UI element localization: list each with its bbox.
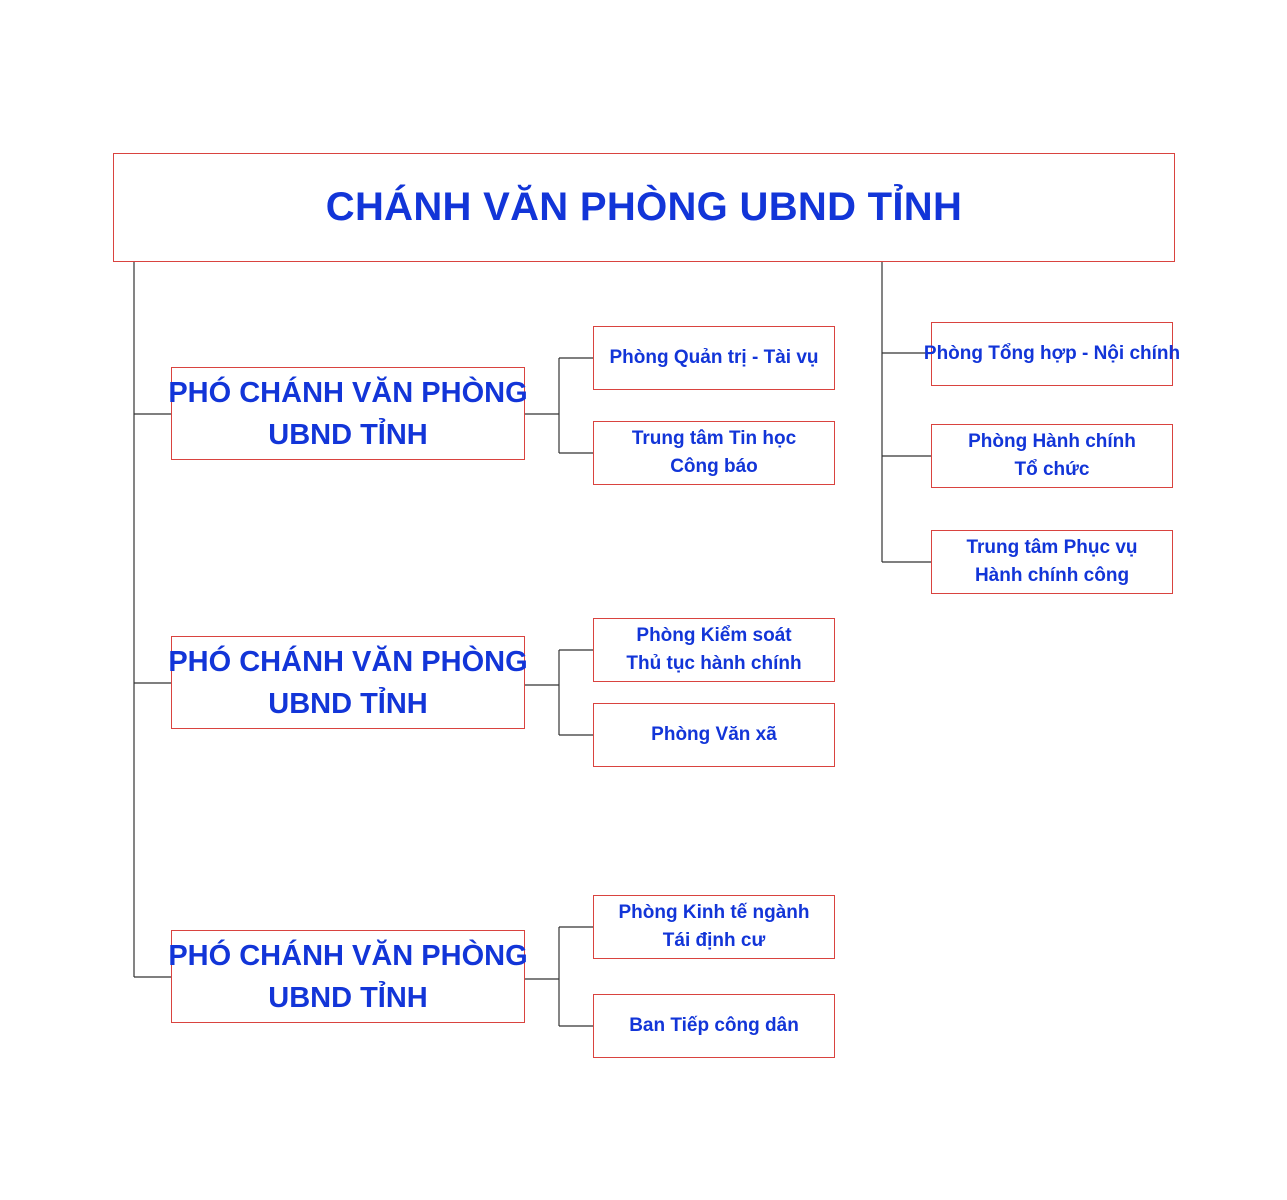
unit-tin-hoc-cong-bao: Trung tâm Tin học Công báo <box>593 421 835 485</box>
deputy-3-line1: PHÓ CHÁNH VĂN PHÒNG <box>168 939 528 972</box>
deputy-box-1: PHÓ CHÁNH VĂN PHÒNG UBND TỈNH <box>168 367 528 460</box>
deputy-box-3: PHÓ CHÁNH VĂN PHÒNG UBND TỈNH <box>168 930 528 1023</box>
unit-label: Trung tâm Phục vụ <box>966 537 1138 558</box>
unit-label: Trung tâm Tin học <box>631 428 797 449</box>
unit-hanh-chinh-to-chuc: Phòng Hành chính Tổ chức <box>931 424 1173 488</box>
deputy-3-line2: UBND TỈNH <box>268 981 428 1014</box>
unit-label: Phòng Kinh tế ngành <box>618 902 810 923</box>
unit-label: Phòng Hành chính <box>968 431 1136 452</box>
deputy-1-line1: PHÓ CHÁNH VĂN PHÒNG <box>168 376 528 409</box>
unit-label: Phòng Kiểm soát <box>636 625 792 646</box>
unit-quan-tri-tai-vu: Phòng Quản trị - Tài vụ <box>593 326 835 390</box>
chief-office-box: CHÁNH VĂN PHÒNG UBND TỈNH <box>113 153 1175 262</box>
unit-label: Ban Tiếp công dân <box>629 1015 799 1036</box>
unit-label: Hành chính công <box>974 565 1130 586</box>
unit-phuc-vu-hcc: Trung tâm Phục vụ Hành chính công <box>931 530 1173 594</box>
deputy-box-2: PHÓ CHÁNH VĂN PHÒNG UBND TỈNH <box>168 636 528 729</box>
unit-label: Phòng Văn xã <box>651 724 777 745</box>
deputy-2-line1: PHÓ CHÁNH VĂN PHÒNG <box>168 645 528 678</box>
unit-tiep-cong-dan: Ban Tiếp công dân <box>593 994 835 1058</box>
unit-kiem-soat-tthc: Phòng Kiểm soát Thủ tục hành chính <box>593 618 835 682</box>
unit-kinh-te-nganh: Phòng Kinh tế ngành Tái định cư <box>593 895 835 959</box>
chief-office-title: CHÁNH VĂN PHÒNG UBND TỈNH <box>325 185 963 229</box>
unit-tong-hop-noi-chinh: Phòng Tổng hợp - Nội chính <box>924 322 1180 386</box>
unit-label: Phòng Quản trị - Tài vụ <box>609 347 819 368</box>
deputy-2-line2: UBND TỈNH <box>268 687 428 720</box>
unit-label: Phòng Tổng hợp - Nội chính <box>923 343 1181 364</box>
unit-label: Tái định cư <box>662 930 766 951</box>
unit-label: Tổ chức <box>1014 459 1090 480</box>
unit-van-xa: Phòng Văn xã <box>593 703 835 767</box>
deputy-1-line2: UBND TỈNH <box>268 418 428 451</box>
unit-label: Công báo <box>670 456 758 477</box>
unit-label: Thủ tục hành chính <box>626 653 802 674</box>
